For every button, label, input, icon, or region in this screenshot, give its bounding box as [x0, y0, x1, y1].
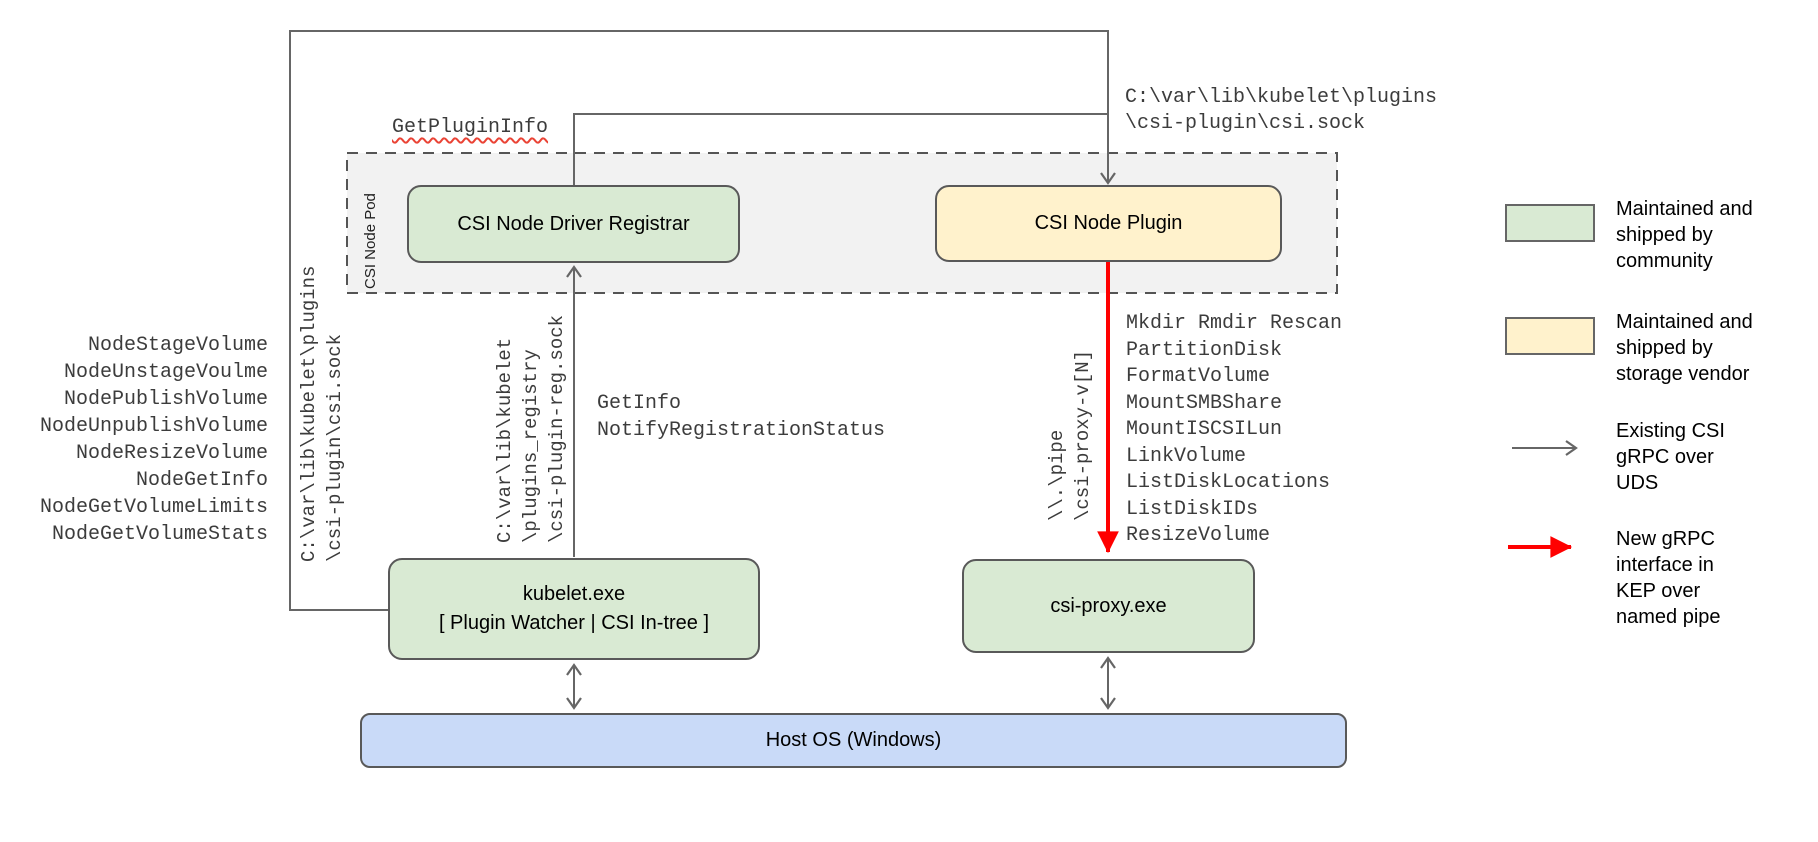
- legend-pipe-label: New gRPC interface in KEP over named pip…: [1616, 528, 1721, 628]
- legend-uds-label: Existing CSI gRPC over UDS: [1616, 420, 1725, 494]
- list-item: ResizeVolume: [1126, 524, 1271, 547]
- named-pipe-vertical-label: \\.\pipe \csi-proxy-v[N]: [1046, 349, 1094, 521]
- list-item: NodeGetVolumeLimits: [39, 496, 268, 519]
- list-item: NodeGetVolumeStats: [51, 523, 268, 546]
- csi-sock-path-vertical-label: C:\var\lib\kubelet\plugins \csi-plugin\c…: [298, 265, 346, 562]
- list-item: NodeUnstageVoulme: [63, 361, 268, 384]
- kubelet-box: kubelet.exe [ Plugin Watcher | CSI In-tr…: [388, 558, 760, 660]
- get-plugin-info-label: GetPluginInfo: [392, 116, 549, 139]
- list-item: NodeUnpublishVolume: [39, 415, 268, 438]
- list-item: NodeResizeVolume: [75, 442, 268, 465]
- csi-sock-path-label: C:\var\lib\kubelet\plugins \csi-plugin\c…: [1125, 86, 1438, 135]
- legend-community-label: Maintained and shipped by community: [1616, 198, 1753, 272]
- csi-node-driver-registrar-box: CSI Node Driver Registrar: [407, 185, 740, 263]
- list-item: FormatVolume: [1126, 365, 1271, 388]
- legend-vendor-label: Maintained and shipped by storage vendor: [1616, 311, 1753, 385]
- registrar-methods-label: GetInfo NotifyRegistrationStatus: [597, 392, 886, 442]
- host-os-box: Host OS (Windows): [360, 713, 1347, 768]
- list-item: ListDiskLocations: [1126, 471, 1331, 494]
- list-item: MountISCSILun: [1126, 418, 1283, 441]
- list-item: Mkdir Rmdir Rescan: [1126, 312, 1343, 335]
- legend-vendor-swatch: [1505, 317, 1595, 355]
- csi-node-pod-label: CSI Node Pod: [362, 193, 379, 289]
- kubelet-to-plugin-line: [289, 30, 1116, 611]
- registration-sock-vertical-label: C:\var\lib\kubelet \plugins_registry \cs…: [494, 314, 568, 543]
- csi-proxy-box: csi-proxy.exe: [962, 559, 1255, 653]
- list-item: ListDiskIDs: [1126, 497, 1259, 521]
- legend-community-swatch: [1505, 204, 1595, 242]
- list-item: NodeGetInfo: [135, 469, 268, 492]
- get-plugin-info-line: [573, 113, 1107, 186]
- list-item: NodePublishVolume: [63, 388, 268, 411]
- list-item: PartitionDisk: [1126, 338, 1283, 362]
- list-item: LinkVolume: [1126, 444, 1247, 468]
- list-item: MountSMBShare: [1126, 391, 1283, 415]
- csi-node-plugin-box: CSI Node Plugin: [935, 185, 1282, 262]
- list-item: NodeStageVolume: [87, 334, 268, 357]
